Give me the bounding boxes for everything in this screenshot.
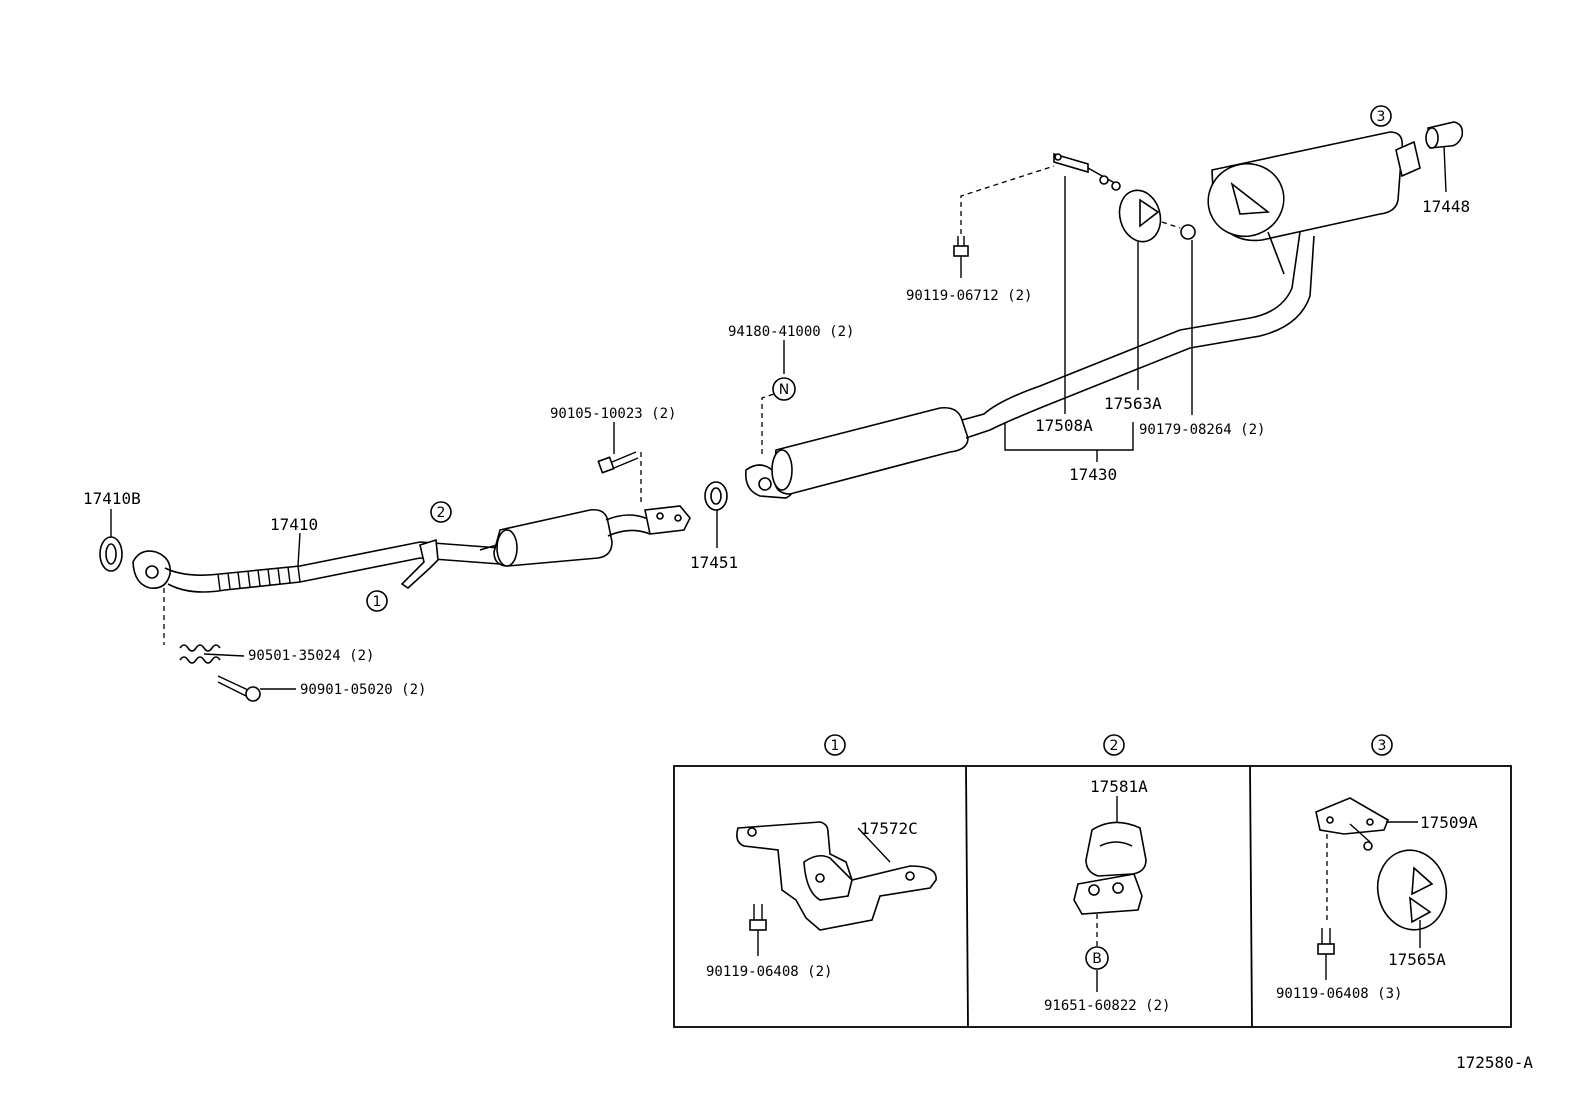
- callout-1-label: 1: [373, 594, 382, 610]
- detail-1-marker: 1: [831, 738, 840, 754]
- part-17410B: 17410B: [83, 489, 141, 508]
- hanger-17508A: [1053, 152, 1121, 191]
- bolt-90901: [217, 675, 261, 702]
- insulator-17563A: [1118, 189, 1162, 243]
- tailpipe-17430: [744, 131, 1421, 499]
- callout-3: 3: [1370, 105, 1392, 127]
- detail-2-part-91651-60822: 91651-60822 (2): [1044, 998, 1170, 1014]
- part-17430: 17430: [1069, 465, 1117, 484]
- insulator-17565A: [1376, 849, 1448, 931]
- part-17451: 17451: [690, 553, 738, 572]
- detail-3: 3 17509A 17565A 90119-06408 (3): [1276, 734, 1478, 1002]
- bracket-callout1: [400, 538, 439, 590]
- callout-1: 1: [366, 590, 388, 612]
- gasket-17451: [704, 481, 728, 511]
- callout-2-label: 2: [437, 505, 446, 521]
- part-17448: 17448: [1422, 197, 1470, 216]
- part-90179-08264: 90179-08264 (2): [1139, 422, 1265, 438]
- callout-3-label: 3: [1377, 109, 1386, 125]
- detail-3-part-17509A: 17509A: [1420, 813, 1478, 832]
- front-pipe-17410: [132, 541, 501, 593]
- detail-panels: [673, 765, 1512, 1028]
- bolt-90105: [597, 451, 639, 474]
- part-90901-05020: 90901-05020 (2): [300, 682, 426, 698]
- part-17410: 17410: [270, 515, 318, 534]
- callout-B-label: B: [1092, 951, 1102, 967]
- callout-2: 2: [430, 501, 452, 523]
- detail-3-part-17565A: 17565A: [1388, 950, 1446, 969]
- spring-90501: [179, 644, 221, 664]
- detail-1: 1 17572C 90119-06408 (2): [706, 734, 937, 980]
- detail-1-part-17572C: 17572C: [860, 819, 918, 838]
- detail-2-marker: 2: [1110, 738, 1119, 754]
- detail-2: 2 B 17581A 91651-60822 (2): [1044, 734, 1170, 1014]
- callout-N: N: [772, 377, 796, 401]
- leader-lines: [110, 145, 1447, 690]
- part-90119-06712: 90119-06712 (2): [906, 288, 1032, 304]
- diagram-id: 172580-A: [1456, 1053, 1533, 1072]
- part-90501-35024: 90501-35024 (2): [248, 648, 374, 664]
- part-17508A: 17508A: [1035, 416, 1093, 435]
- bracket-17572C: [736, 821, 937, 931]
- detail-3-marker: 3: [1378, 738, 1387, 754]
- callout-N-label: N: [779, 382, 789, 398]
- gasket-17410B: [99, 536, 123, 572]
- detail-3-part-90119-06408: 90119-06408 (3): [1276, 986, 1402, 1002]
- mount-17581A: [1073, 821, 1147, 915]
- bolt-90119-06712: [953, 236, 969, 257]
- part-17563A: 17563A: [1104, 394, 1162, 413]
- detail-1-part-90119-06408: 90119-06408 (2): [706, 964, 832, 980]
- tail-tip-17448: [1425, 121, 1464, 149]
- bracket-17509A: [1315, 797, 1389, 851]
- bolt-90119-06408-d3: [1317, 928, 1335, 980]
- bolt-90119-06408-d1: [749, 904, 767, 956]
- part-94180-41000: 94180-41000 (2): [728, 324, 854, 340]
- nut-90179: [1180, 224, 1196, 240]
- part-90105-10023: 90105-10023 (2): [550, 406, 676, 422]
- detail-2-part-17581A: 17581A: [1090, 777, 1148, 796]
- front-muffler: [479, 505, 691, 567]
